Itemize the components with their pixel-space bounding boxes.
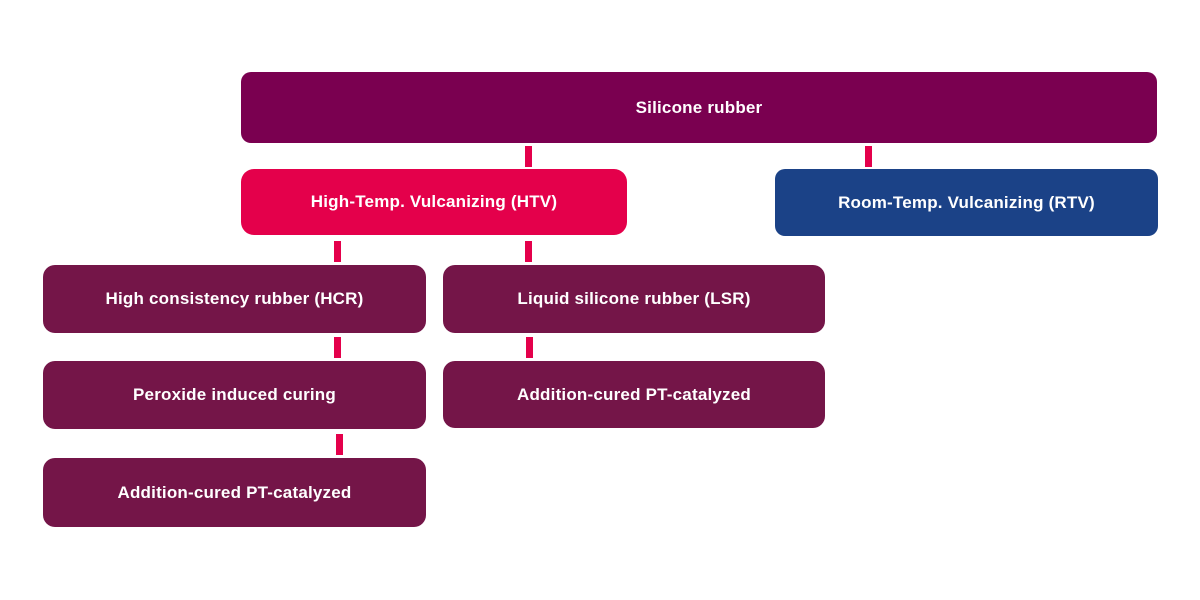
- node-room-temp-vulcanizing: Room-Temp. Vulcanizing (RTV): [775, 169, 1158, 236]
- node-peroxide-induced-curing: Peroxide induced curing: [43, 361, 426, 429]
- connector-dash-root-rtv: [865, 146, 872, 167]
- node-addition-cured-pt-catalyzed-hcr: Addition-cured PT-catalyzed: [43, 458, 426, 527]
- node-liquid-silicone-rubber: Liquid silicone rubber (LSR): [443, 265, 825, 333]
- node-addition-cured-pt-catalyzed-lsr: Addition-cured PT-catalyzed: [443, 361, 825, 428]
- connector-dash-htv-hcr: [334, 241, 341, 262]
- node-high-consistency-rubber: High consistency rubber (HCR): [43, 265, 426, 333]
- connector-dash-hcr-peroxide: [334, 337, 341, 358]
- connector-dash-htv-lsr: [525, 241, 532, 262]
- node-silicone-rubber: Silicone rubber: [241, 72, 1157, 143]
- connector-dash-peroxide-addition: [336, 434, 343, 455]
- connector-dash-lsr-addition: [526, 337, 533, 358]
- node-high-temp-vulcanizing: High-Temp. Vulcanizing (HTV): [241, 169, 627, 235]
- connector-dash-root-htv: [525, 146, 532, 167]
